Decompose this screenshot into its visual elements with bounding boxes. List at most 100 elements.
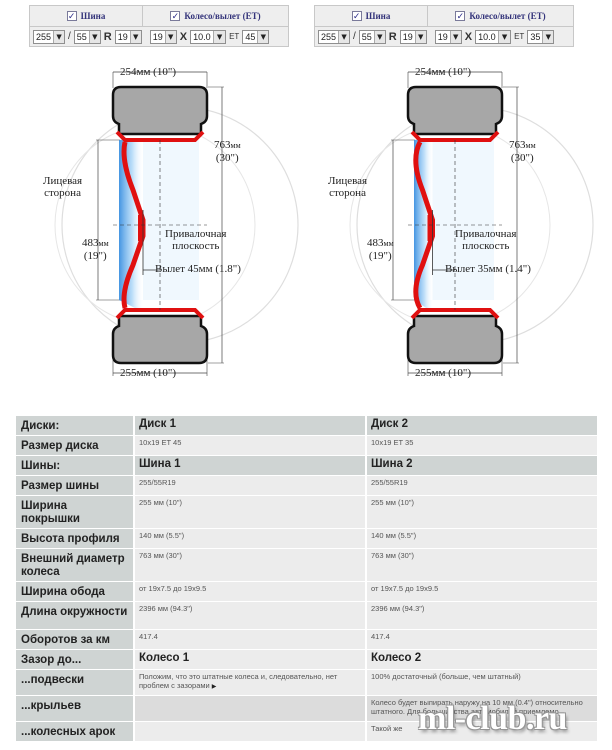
calculator-header: ✓Шина ✓Колесо/вылет (ЕТ): [30, 6, 288, 27]
tire-width-select[interactable]: 255▼: [33, 29, 65, 44]
row-label: Ширина покрышки: [16, 495, 134, 529]
offset-label: Вылет 35мм (1.4"): [445, 263, 531, 275]
calculator-header: ✓Шина ✓Колесо/вылет (ЕТ): [315, 6, 573, 27]
wheel-2-value: 140 мм (5.5"): [365, 528, 597, 549]
tire-diameter-select[interactable]: 19▼: [114, 29, 142, 44]
top-width-label: 254мм (10"): [120, 66, 176, 78]
row-label: Размер шины: [16, 475, 134, 496]
row-label: ...крыльев: [16, 695, 134, 722]
outer-diameter-label: 763мм(30"): [214, 139, 241, 164]
wheel-2-value: Колесо 2: [365, 649, 597, 670]
wheel-2-value: 10x19 ET 35: [365, 435, 597, 456]
chevron-down-icon[interactable]: ▼: [257, 30, 269, 43]
chevron-down-icon[interactable]: ▼: [373, 30, 385, 43]
row-label: ...колесных арок: [16, 721, 134, 742]
wheel-2-value: Диск 2: [365, 416, 597, 436]
chevron-down-icon[interactable]: ▼: [213, 30, 226, 43]
checkbox-checked-icon[interactable]: ✓: [455, 11, 466, 22]
checkbox-checked-icon[interactable]: ✓: [66, 11, 77, 22]
wheel-1-value: 140 мм (5.5"): [133, 528, 366, 549]
row-label: ...подвески: [16, 669, 134, 696]
wheel-toggle[interactable]: ✓Колесо/вылет (ЕТ): [455, 11, 546, 22]
wheel-toggle[interactable]: ✓Колесо/вылет (ЕТ): [170, 11, 261, 22]
table-row: ...крыльев Колесо будет выпирать наружу н…: [16, 695, 597, 722]
rim-diameter-label: 483мм(19"): [82, 237, 109, 262]
hub-mount: [427, 215, 434, 241]
row-label: Шины:: [16, 455, 134, 476]
tire-profile-select[interactable]: 55▼: [73, 29, 101, 44]
chevron-down-icon[interactable]: ▼: [164, 30, 176, 43]
tire-toggle[interactable]: ✓Шина: [30, 6, 143, 26]
calculator-panel-1: ✓Шина ✓Колесо/вылет (ЕТ) 255▼ / 55▼ R 19…: [29, 5, 289, 47]
chevron-down-icon[interactable]: ▼: [542, 30, 554, 43]
wheel-1-value: 255 мм (10"): [133, 495, 366, 529]
row-label: Размер диска: [16, 435, 134, 456]
wheel-et-select[interactable]: 45▼: [242, 29, 270, 44]
bottom-width-label: 255мм (10"): [120, 367, 176, 379]
chevron-down-icon[interactable]: ▼: [88, 30, 100, 43]
wheel-1-value: от 19x7.5 до 19x9.5: [133, 581, 366, 602]
wheel-1-value: Положим, что это штатные колеса и, следо…: [133, 669, 366, 696]
wheel-1-value: 255/55R19: [133, 475, 366, 496]
wheel-cross-section: [54, 71, 299, 376]
wheel-1-value: [133, 721, 366, 742]
wheel-1-value: 763 мм (30"): [133, 548, 366, 582]
rim-diameter-label: 483мм(19"): [367, 237, 394, 262]
wheel-1-value: Колесо 1: [133, 649, 366, 670]
chevron-down-icon[interactable]: ▼: [129, 30, 141, 43]
wheel-diameter-select[interactable]: 19▼: [149, 29, 177, 44]
wheel-et-select[interactable]: 35▼: [527, 29, 555, 44]
offset-label: Вылет 45мм (1.8"): [155, 263, 241, 275]
wheel-width-select[interactable]: 10.0▼: [190, 29, 227, 44]
chevron-down-icon[interactable]: ▼: [498, 30, 511, 43]
wheel-2-value: 255 мм (10"): [365, 495, 597, 529]
tire-width-select[interactable]: 255▼: [318, 29, 350, 44]
wheel-2-value: 763 мм (30"): [365, 548, 597, 582]
tire-bottom: [406, 314, 504, 365]
calculator-inputs: 255▼ / 55▼ R 19▼ 19▼ X 10.0▼ ET 45▼: [30, 27, 288, 46]
wheel-1-value: 417.4: [133, 629, 366, 650]
wheel-width-select[interactable]: 10.0▼: [475, 29, 512, 44]
wheel-2-value: Шина 2: [365, 455, 597, 476]
wheel-2-value: 417.4: [365, 629, 597, 650]
chevron-down-icon[interactable]: ▼: [449, 30, 461, 43]
tire-diameter-select[interactable]: 19▼: [399, 29, 427, 44]
outer-diameter-label: 763мм(30"): [509, 139, 536, 164]
hub-mount: [138, 215, 144, 241]
wheel-diameter-select[interactable]: 19▼: [434, 29, 462, 44]
bottom-width-label: 255мм (10"): [415, 367, 471, 379]
tire-profile-select[interactable]: 55▼: [358, 29, 386, 44]
wheel-2-value: 255/55R19: [365, 475, 597, 496]
wheel-1-value: Диск 1: [133, 416, 366, 436]
tire-bottom: [111, 314, 209, 365]
more-arrow-icon[interactable]: ▶: [211, 684, 217, 690]
wheel-2-value: от 19x7.5 до 19x9.5: [365, 581, 597, 602]
checkbox-checked-icon[interactable]: ✓: [170, 11, 181, 22]
chevron-down-icon[interactable]: ▼: [414, 30, 426, 43]
chevron-down-icon[interactable]: ▼: [53, 30, 64, 43]
tire-toggle[interactable]: ✓Шина: [315, 6, 428, 26]
checkbox-checked-icon[interactable]: ✓: [351, 11, 362, 22]
chevron-down-icon[interactable]: ▼: [338, 30, 349, 43]
wheel-1-value: [133, 695, 366, 722]
row-label: Зазор до...: [16, 649, 134, 670]
wheel-1-value: 10x19 ET 45: [133, 435, 366, 456]
calculator-panel-2: ✓Шина ✓Колесо/вылет (ЕТ) 255▼ / 55▼ R 19…: [314, 5, 574, 47]
row-label: Высота профиля: [16, 528, 134, 549]
wheel-2-value: Колесо будет выпирать наружу на 10 мм (0…: [365, 695, 597, 722]
tire-top: [406, 85, 504, 136]
inner-barrel: [143, 140, 199, 300]
